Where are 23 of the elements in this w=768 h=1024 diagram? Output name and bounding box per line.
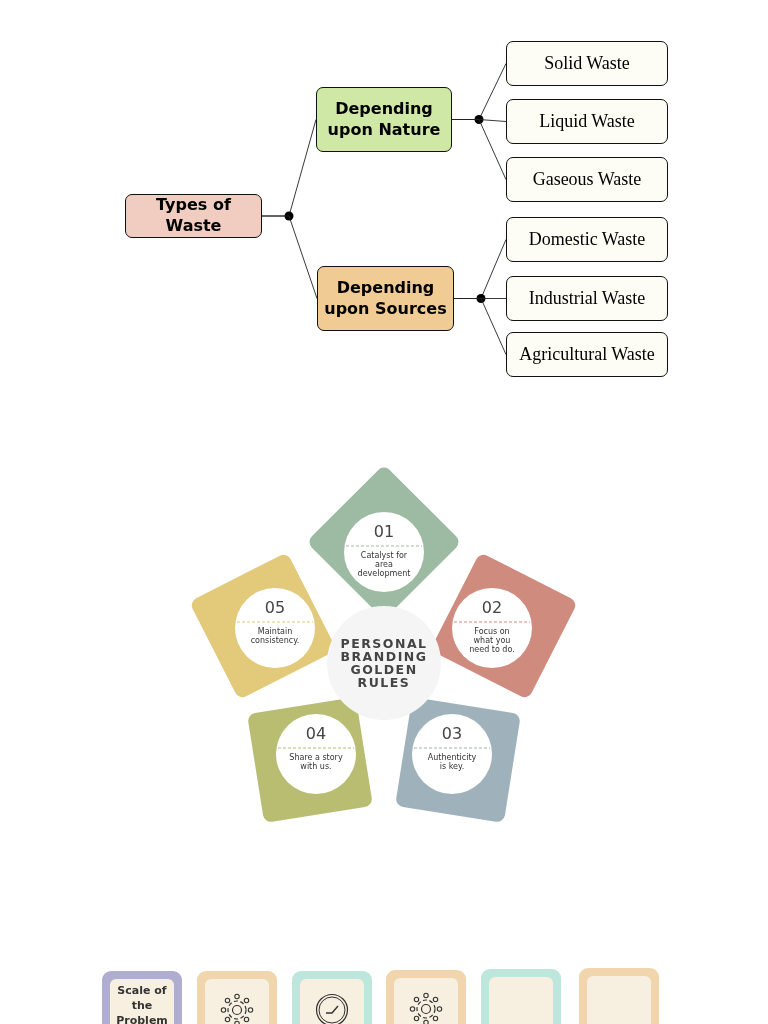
step-number: 04 (304, 724, 328, 743)
rule-text: Share a story with us. (289, 753, 343, 772)
card-title: Scale of the Problem (115, 983, 169, 1024)
leaf-box: Solid Waste (506, 41, 668, 86)
step-number: 01 (372, 522, 396, 541)
step-number: 05 (263, 598, 287, 617)
rule-text: Focus on what you need to do. (468, 627, 516, 655)
leaf-box: Agricultural Waste (506, 332, 668, 377)
rule-text: Maintain consistency. (249, 627, 301, 646)
category-box: Depending upon Sources (317, 266, 454, 331)
root-box: Types of Waste (125, 194, 262, 238)
leaf-box: Industrial Waste (506, 276, 668, 321)
leaf-box: Gaseous Waste (506, 157, 668, 202)
center-circle: PERSONAL BRANDING GOLDEN RULES (327, 606, 441, 720)
category-box: Depending upon Nature (316, 87, 452, 152)
step-number: 03 (440, 724, 464, 743)
rule-text: Catalyst for area development (357, 551, 411, 579)
leaf-box: Liquid Waste (506, 99, 668, 144)
rule-text: Authenticity is key. (426, 753, 478, 772)
leaf-box: Domestic Waste (506, 217, 668, 262)
connector-line (261, 215, 318, 299)
card (579, 968, 659, 1024)
step-number: 02 (480, 598, 504, 617)
